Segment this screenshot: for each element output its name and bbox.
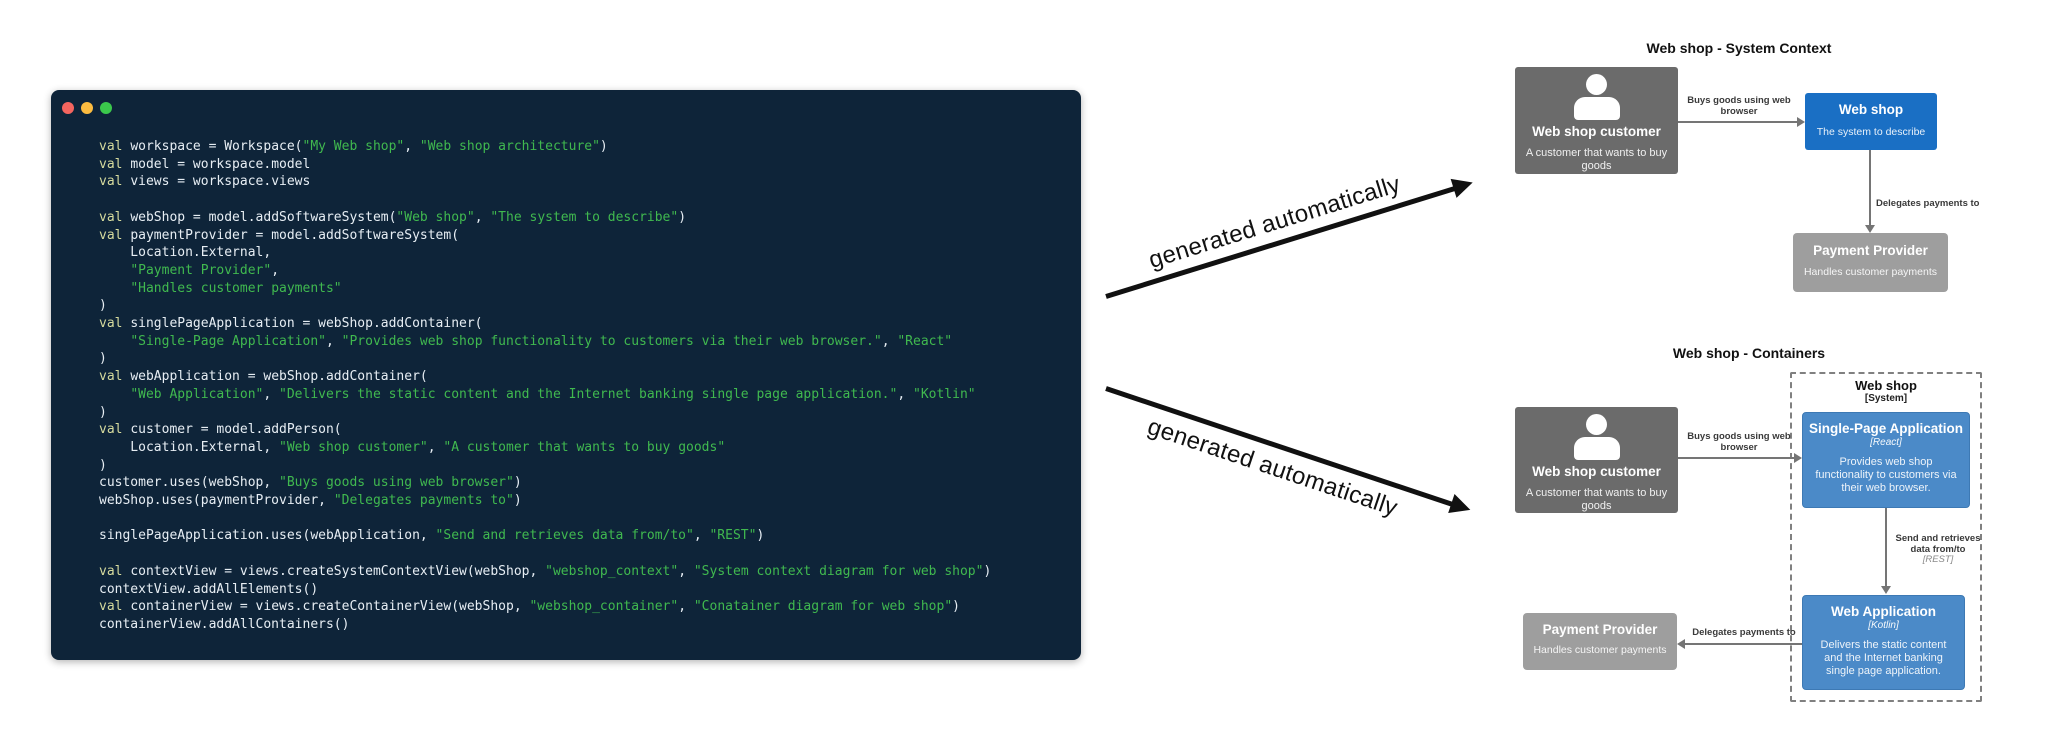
element-name: Web Application (1830, 604, 1936, 619)
relationship-technology: [REST] (1922, 554, 1954, 565)
relationship-label-delegates: Delegates payments to (1692, 627, 1796, 638)
boundary-meta: [System] (1864, 393, 1908, 404)
relationship-line (1678, 121, 1797, 123)
generated-arrow-bottom: generated automatically (1105, 386, 1474, 522)
code-content: val workspace = Workspace("My Web shop",… (99, 139, 992, 632)
person-icon (1573, 414, 1620, 460)
generated-arrow-bottom-label: generated automatically (1144, 413, 1401, 522)
relationship-line (1685, 643, 1802, 645)
context-diagram-title: Web shop - System Context (1646, 40, 1832, 56)
relationship-line (1885, 508, 1887, 587)
element-name: Payment Provider (1813, 243, 1928, 258)
element-name: Payment Provider (1542, 622, 1658, 637)
system-boundary: Web shop [System] (1790, 372, 1982, 702)
arrowhead-down-icon (1865, 225, 1875, 233)
context-customer-box: Web shop customer A customer that wants … (1515, 67, 1678, 174)
context-payment-provider-box: Payment Provider Handles customer paymen… (1793, 233, 1948, 292)
relationship-label-buys: Buys goods using web browser (1687, 95, 1791, 117)
relationship-label-buys: Buys goods using web browser (1687, 431, 1791, 453)
arrowhead-right-icon (1794, 453, 1802, 463)
code-editor-window: val workspace = Workspace("My Web shop",… (51, 90, 1081, 660)
container-payment-provider-box: Payment Provider Handles customer paymen… (1523, 613, 1677, 670)
arrow-right-icon (1450, 172, 1476, 198)
container-diagram-title: Web shop - Containers (1672, 345, 1826, 361)
minimize-button[interactable] (81, 102, 93, 114)
generated-arrow-top-label: generated automatically (1145, 170, 1404, 274)
element-description: A customer that wants to buy goods (1525, 147, 1668, 172)
context-webshop-box: Web shop The system to describe (1805, 93, 1937, 150)
relationship-line (1678, 457, 1795, 459)
close-button[interactable] (62, 102, 74, 114)
window-titlebar (62, 102, 112, 114)
generated-arrow-top: generated automatically (1105, 171, 1476, 299)
element-description: The system to describe (1816, 126, 1926, 138)
container-customer-box: Web shop customer A customer that wants … (1515, 407, 1678, 513)
spa-container-box: Single-Page Application [React] Provides… (1802, 412, 1970, 508)
element-technology: [Kotlin] (1868, 620, 1899, 631)
relationship-label-delegates: Delegates payments to (1876, 198, 1980, 209)
element-description: Provides web shop functionality to custo… (1815, 456, 1957, 494)
relationship-line (1869, 150, 1871, 226)
element-description: A customer that wants to buy goods (1525, 487, 1668, 512)
element-name: Web shop customer (1532, 464, 1661, 479)
arrowhead-down-icon (1881, 586, 1891, 594)
element-name: Web shop (1838, 102, 1904, 117)
element-description: Handles customer payments (1803, 266, 1938, 278)
maximize-button[interactable] (100, 102, 112, 114)
element-name: Single-Page Application (1808, 421, 1964, 436)
element-technology: [React] (1870, 437, 1902, 448)
boundary-name: Web shop (1855, 378, 1917, 393)
arrow-right-icon (1448, 494, 1474, 520)
element-description: Handles customer payments (1533, 644, 1667, 656)
arrowhead-left-icon (1677, 639, 1685, 649)
element-name: Web shop customer (1532, 124, 1661, 139)
relationship-label-api: Send and retrieves data from/to [REST] (1895, 533, 1981, 565)
person-icon (1573, 74, 1620, 120)
web-application-box: Web Application [Kotlin] Delivers the st… (1802, 595, 1965, 690)
arrowhead-right-icon (1797, 117, 1805, 127)
element-description: Delivers the static content and the Inte… (1820, 639, 1947, 677)
